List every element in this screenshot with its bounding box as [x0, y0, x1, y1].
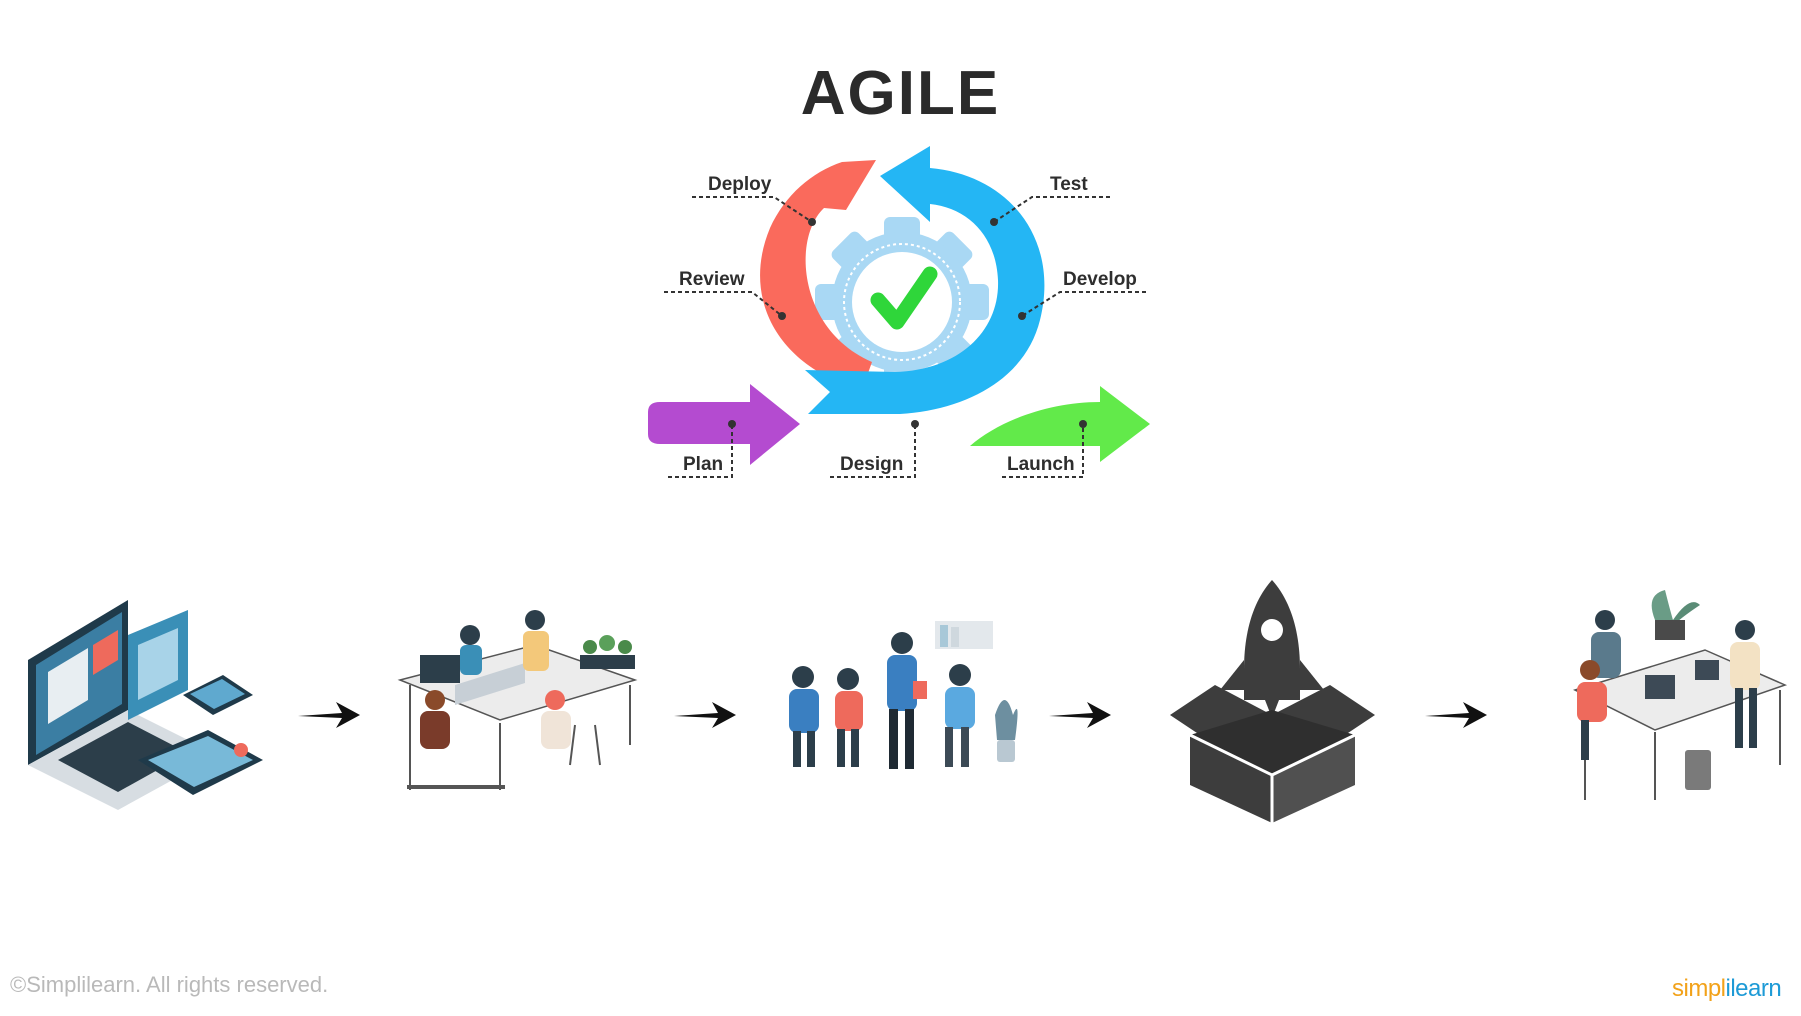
brand-logo: simplilearn: [1672, 975, 1782, 1003]
stage-label-deploy: Deploy: [708, 174, 772, 195]
left-arc-arrow: [760, 160, 876, 390]
right-arrow-icon: [674, 702, 736, 728]
collaborative-workspace-illustration: [1572, 590, 1788, 800]
stage-label-develop: Develop: [1063, 269, 1137, 290]
diagram-title: AGILE: [800, 59, 1001, 128]
right-arrow-icon: [1049, 702, 1111, 728]
stage-label-test: Test: [1050, 174, 1088, 195]
copyright-text: ©Simplilearn. All rights reserved.: [10, 972, 329, 997]
brand-logo-part2: ilearn: [1725, 975, 1782, 1002]
stage-label-design: Design: [840, 454, 904, 475]
check-icon: [870, 266, 938, 330]
right-arc-arrow: [805, 146, 1045, 414]
launch-arrow: [970, 386, 1150, 462]
rocket-launch-box-icon: [1170, 580, 1375, 823]
office-team-illustration: [397, 610, 638, 790]
right-arrow-icon: [1425, 702, 1487, 728]
stage-label-plan: Plan: [683, 454, 724, 475]
agile-cycle-diagram: [648, 146, 1150, 478]
team-meeting-illustration: [789, 621, 1018, 769]
right-arrow-icon: [298, 702, 360, 728]
brand-logo-part1: simpl: [1672, 975, 1726, 1002]
laptop-devices-illustration: [28, 600, 263, 810]
stage-label-launch: Launch: [1007, 454, 1075, 475]
stage-label-review: Review: [679, 269, 745, 290]
plan-arrow: [648, 384, 800, 465]
